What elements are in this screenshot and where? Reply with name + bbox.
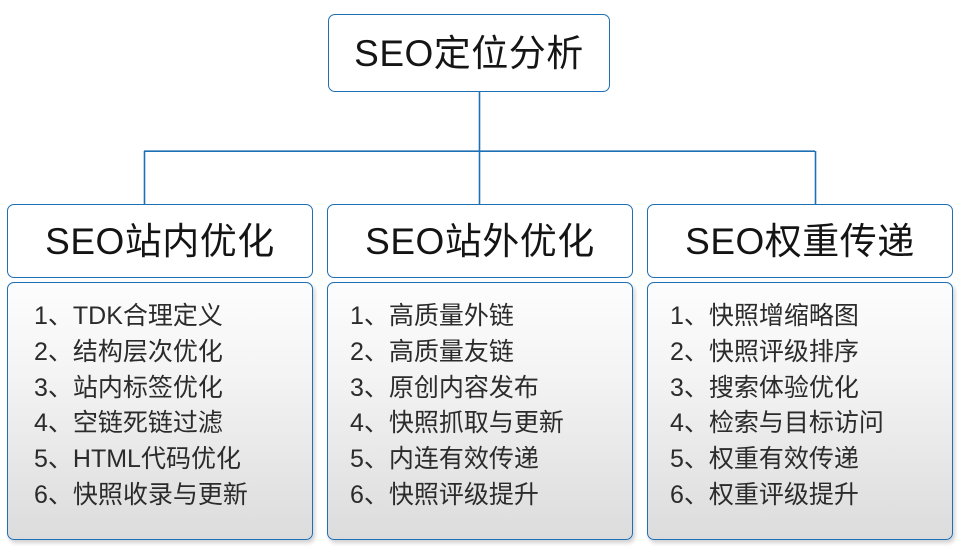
root-node-label: SEO定位分析	[354, 32, 584, 74]
list-item: 2、结构层次优化	[34, 337, 223, 366]
list-item: 3、搜索体验优化	[670, 373, 859, 402]
list-item: 1、TDK合理定义	[34, 302, 223, 330]
list-item: 5、内连有效传递	[350, 445, 539, 473]
list-item: 4、快照抓取与更新	[350, 409, 564, 438]
list-item: 3、原创内容发布	[350, 373, 539, 402]
branch-header-label: SEO站外优化	[365, 220, 595, 262]
branch-column-onsite: SEO站内优化 1、TDK合理定义 2、结构层次优化 3、站内标签优化 4、空链…	[0, 204, 320, 540]
list-item: 5、HTML代码优化	[34, 445, 241, 473]
branch-list-offsite: 1、高质量外链 2、高质量友链 3、原创内容发布 4、快照抓取与更新 5、内连有…	[327, 282, 633, 540]
list-item: 6、快照评级提升	[350, 480, 539, 509]
branch-header-weight[interactable]: SEO权重传递	[647, 204, 953, 278]
list-item: 1、快照增缩略图	[670, 302, 859, 330]
list-item: 5、权重有效传递	[670, 445, 859, 473]
list-item: 4、检索与目标访问	[670, 409, 884, 438]
branch-header-offsite[interactable]: SEO站外优化	[327, 204, 633, 278]
branch-column-weight: SEO权重传递 1、快照增缩略图 2、快照评级排序 3、搜索体验优化 4、检索与…	[640, 204, 960, 540]
branch-header-onsite[interactable]: SEO站内优化	[7, 204, 313, 278]
branch-header-label: SEO站内优化	[45, 220, 275, 262]
branch-list-weight: 1、快照增缩略图 2、快照评级排序 3、搜索体验优化 4、检索与目标访问 5、权…	[647, 282, 953, 540]
branch-columns: SEO站内优化 1、TDK合理定义 2、结构层次优化 3、站内标签优化 4、空链…	[0, 204, 960, 540]
branch-header-label: SEO权重传递	[685, 220, 915, 262]
list-item: 1、高质量外链	[350, 302, 514, 330]
list-item: 2、快照评级排序	[670, 337, 859, 366]
list-item: 3、站内标签优化	[34, 373, 223, 402]
branch-column-offsite: SEO站外优化 1、高质量外链 2、高质量友链 3、原创内容发布 4、快照抓取与…	[320, 204, 640, 540]
branch-list-onsite: 1、TDK合理定义 2、结构层次优化 3、站内标签优化 4、空链死链过滤 5、H…	[7, 282, 313, 540]
root-node[interactable]: SEO定位分析	[328, 14, 610, 92]
list-item: 2、高质量友链	[350, 337, 514, 366]
list-item: 6、快照收录与更新	[34, 480, 248, 509]
list-item: 6、权重评级提升	[670, 480, 859, 509]
list-item: 4、空链死链过滤	[34, 409, 223, 438]
